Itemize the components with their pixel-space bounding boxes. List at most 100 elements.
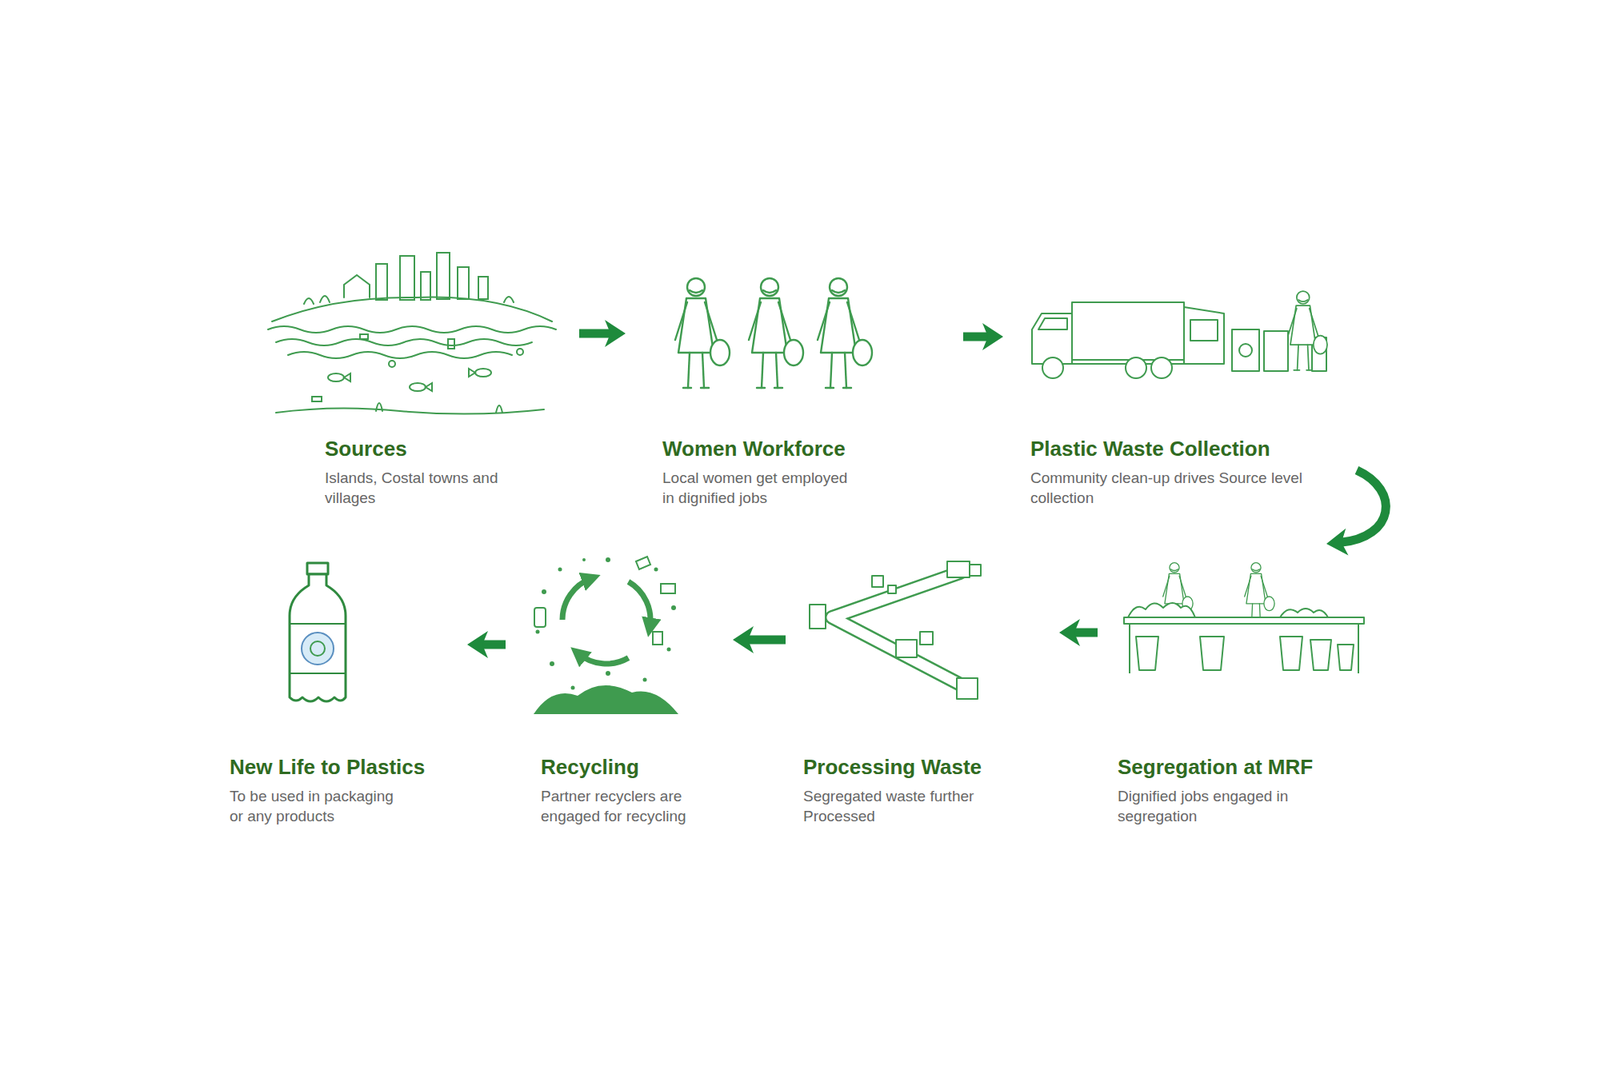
flow-arrow [467, 631, 506, 659]
illustration-part [832, 572, 970, 690]
illustration-part [400, 256, 415, 300]
illustration-part [1288, 291, 1328, 371]
illustration-part [652, 632, 663, 645]
illustration-part [667, 648, 672, 652]
arrow-head [604, 320, 626, 348]
illustration-part [809, 604, 826, 629]
arrow-head [732, 626, 754, 654]
arrow-head [467, 631, 488, 659]
illustration-part [636, 556, 651, 570]
arrow-head [1326, 528, 1348, 556]
illustration-part [1280, 608, 1328, 618]
illustration-part [920, 632, 933, 645]
step-title: New Life to Plastics [229, 755, 461, 780]
flow-step: SourcesIslands, Costal towns and village… [256, 236, 573, 508]
illustration-part [310, 641, 325, 656]
arrow-shaft [481, 640, 506, 650]
illustration-part [605, 557, 611, 563]
illustration-part [534, 556, 676, 645]
illustration-part [289, 623, 346, 625]
illustration-part [1128, 603, 1196, 618]
step-description: Islands, Costal towns and villages [324, 468, 517, 508]
illustration-part [276, 408, 544, 414]
illustration-part [307, 563, 328, 575]
step-description: Local women get employed in dignified jo… [662, 468, 852, 508]
illustration-part [1038, 318, 1068, 330]
illustration-part [549, 661, 555, 667]
illustration-part [956, 678, 978, 700]
illustration-part [1337, 644, 1354, 671]
arrow-head [1059, 619, 1080, 647]
coast-illustration [268, 252, 556, 415]
illustration-part [896, 640, 917, 658]
step-title: Sources [324, 436, 573, 462]
illustration-part [376, 403, 503, 413]
step-title: Processing Waste [803, 755, 1053, 780]
illustration-part [582, 558, 586, 562]
illustration-part [1200, 636, 1224, 671]
illustration-part [817, 278, 872, 388]
step-title: Plastic Waste Collection [1030, 436, 1351, 462]
illustration-part [448, 339, 455, 349]
illustration-part [541, 589, 547, 595]
illustration-part [360, 334, 368, 340]
illustration-part [1239, 344, 1252, 357]
illustration-part [605, 671, 611, 676]
illustration-part [1136, 636, 1159, 671]
illustration-part [1184, 307, 1224, 364]
illustration-part [1151, 357, 1172, 379]
flow-step: Processing WasteSegregated waste further… [792, 552, 1053, 827]
flow-step: New Life to PlasticsTo be used in packag… [216, 552, 461, 827]
illustration-part [436, 252, 450, 300]
flow-arrow [579, 320, 626, 348]
flow-step: Women WorkforceLocal women get employed … [632, 236, 957, 508]
illustration-part [660, 584, 676, 594]
illustration-part [562, 578, 592, 620]
illustration-part [809, 561, 981, 700]
flow-step: RecyclingPartner recyclers are engaged f… [512, 552, 727, 827]
illustration-part [457, 267, 469, 300]
flow-step: Plastic Waste CollectionCommunity clean-… [1009, 236, 1351, 508]
illustration-part [1264, 331, 1288, 372]
illustration-part [947, 561, 970, 578]
illustration-part [578, 653, 629, 664]
women-illustration [675, 278, 872, 388]
illustration-part [628, 581, 652, 628]
step-description: Partner recyclers are engaged for recycl… [540, 786, 701, 827]
illustration-part [304, 296, 514, 304]
bottle-illustration [289, 563, 346, 702]
illustration-part [1310, 640, 1332, 671]
illustration-part [671, 605, 676, 611]
illustration-part [328, 373, 344, 382]
illustration-part [516, 348, 524, 356]
illustration-part [344, 373, 351, 382]
illustration-part [388, 360, 396, 368]
illustration-part [312, 396, 322, 402]
illustration-part [478, 276, 488, 300]
illustration-part [534, 608, 546, 628]
illustration-part [1124, 617, 1364, 624]
flow-arrow [1326, 470, 1386, 556]
illustration-part [420, 272, 431, 300]
illustration-part [748, 278, 804, 388]
illustration-part [1357, 624, 1360, 674]
illustration-part [268, 326, 556, 333]
step-description: Dignified jobs engaged in segregation [1117, 786, 1298, 827]
arrow-shaft [579, 329, 612, 339]
illustration-part [571, 686, 576, 691]
illustration-part [1032, 313, 1072, 364]
conveyor-illustration [809, 561, 981, 700]
arrow-shaft [963, 332, 989, 342]
illustration-part [675, 278, 730, 388]
arrow-shaft [1340, 470, 1386, 543]
illustration-part [468, 368, 476, 377]
flow-arrow [963, 323, 1004, 351]
sorting-illustration [1124, 563, 1364, 674]
illustration-part [888, 585, 896, 594]
illustration-part [289, 672, 346, 675]
illustration-part [558, 568, 563, 572]
recycling-illustration [533, 556, 679, 715]
illustration-part [1125, 357, 1147, 379]
